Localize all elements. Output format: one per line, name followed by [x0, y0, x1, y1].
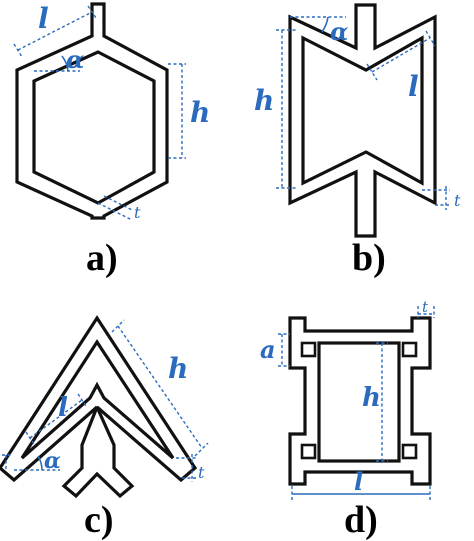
panel-d-square-top-right	[401, 341, 418, 358]
panel-a-l-dimension	[17, 11, 93, 51]
panel-c-label: c)	[84, 499, 114, 541]
panel-c-outer-outline	[0, 315, 198, 499]
panel-a-alpha-arc	[61, 55, 69, 72]
panel-c-chevron-cell: h l α t c)	[0, 315, 209, 541]
panel-d-inner-outline	[317, 341, 401, 463]
panel-b-t-symbol: t	[454, 191, 461, 210]
panel-b-l-dimension	[371, 37, 431, 73]
panel-b-outer-outline	[288, 3, 437, 238]
panel-c-alpha-symbol: α	[44, 448, 61, 474]
panel-a-hexagon-cell: l α h t a)	[13, 2, 210, 279]
panel-d-a-symbol: a	[260, 335, 276, 364]
panel-d-t-symbol: t	[422, 298, 429, 316]
panel-b-h-symbol: h	[254, 84, 274, 117]
panel-a-inner-outline	[32, 50, 156, 205]
panel-d-square-bottom-right	[401, 443, 418, 460]
panel-b-alpha-symbol: α	[330, 17, 348, 46]
panel-d-h-symbol: h	[362, 383, 381, 413]
panel-c-t-symbol: t	[198, 463, 205, 482]
panel-a-alpha-symbol: α	[66, 45, 84, 74]
panel-b-l-symbol: l	[408, 70, 419, 103]
panel-b-label: b)	[352, 237, 386, 279]
panel-d-chiral-cell: a h l t d)	[260, 298, 435, 541]
panel-d-square-bottom-left	[300, 443, 317, 460]
panel-a-h-symbol: h	[190, 96, 210, 129]
panel-a-outer-outline	[15, 2, 169, 220]
panel-c-h-symbol: h	[168, 352, 188, 385]
panel-c-l-symbol: l	[58, 393, 68, 423]
panel-d-square-top-left	[300, 341, 317, 358]
panel-d-label: d)	[344, 499, 378, 541]
panel-c-inner-outline	[20, 339, 175, 460]
panel-c-alpha-arc	[37, 455, 43, 471]
panel-b-alpha-arc	[321, 16, 329, 33]
panel-a-l-symbol: l	[38, 2, 49, 35]
panel-b-inner-outline	[301, 35, 424, 186]
panel-a-t-symbol: t	[134, 203, 141, 222]
panel-d-l-symbol: l	[354, 467, 363, 496]
panel-d-outer-outline	[288, 316, 432, 486]
panel-b-reentrant-cell: α h l t b)	[254, 3, 461, 279]
panel-a-label: a)	[86, 237, 118, 279]
panel-c-h-dimension	[117, 325, 203, 449]
